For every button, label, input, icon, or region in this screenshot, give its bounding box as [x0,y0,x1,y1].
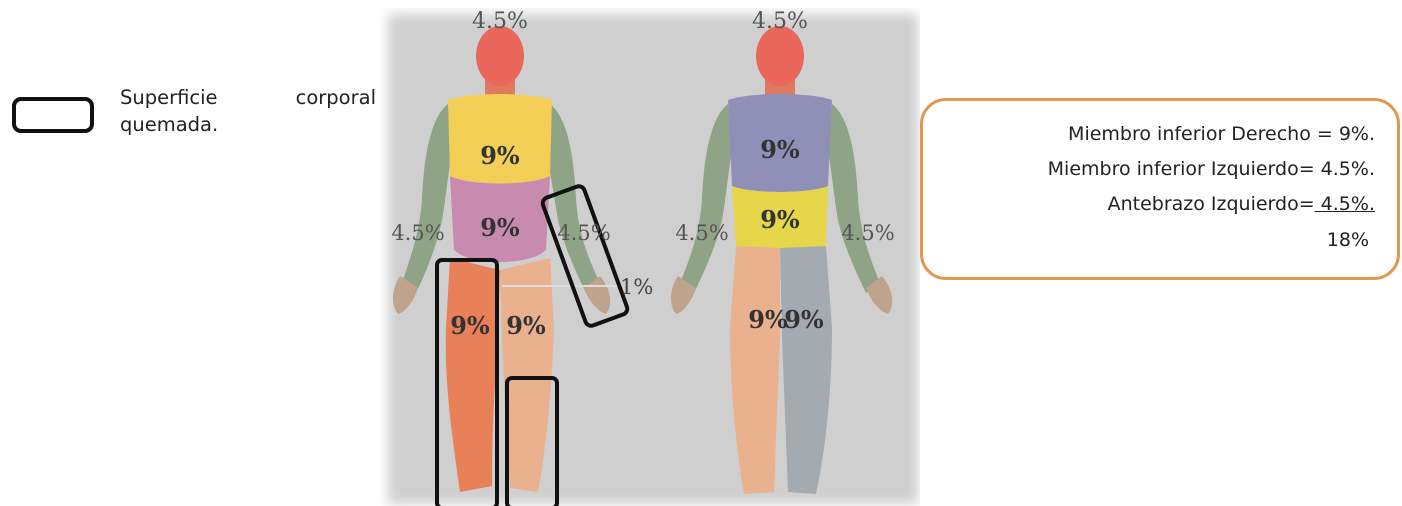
front-chest-label: 9% [480,141,520,170]
front-left-arm-label: 4.5% [557,221,610,245]
back-right-leg-label: 9% [784,305,824,334]
front-genitals-label: 1% [620,275,653,299]
calc-line-forearm: Antebrazo Izquierdo= 4.5%. [1108,193,1375,215]
back-right-arm-label: 4.5% [841,221,894,245]
front-left-leg-label: 9% [506,311,546,340]
calculation-box: Miembro inferior Derecho = 9%. Miembro i… [920,98,1400,280]
front-right-leg-label: 9% [450,311,490,340]
front-head [476,26,524,86]
back-left-arm-label: 4.5% [675,221,728,245]
back-head-label: 4.5% [752,9,808,34]
calc-line-right-leg: Miembro inferior Derecho = 9%. [1068,123,1375,145]
body-diagram: 4.5% 9% 9% 4.5% 4.5% 1% 9% 9% 4.5% 9% 9%… [380,8,920,506]
front-right-arm-label: 4.5% [391,221,444,245]
legend-word-superficie: Superficie [120,84,218,111]
legend-word-quemada: quemada. [120,111,376,138]
front-chest [448,94,552,184]
calc-forearm-value: 4.5%. [1315,193,1375,215]
front-head-label: 4.5% [472,9,528,34]
calc-line-left-leg: Miembro inferior Izquierdo= 4.5%. [1048,158,1375,180]
calc-total: 18% [1327,229,1369,251]
back-head [756,26,804,86]
back-left-leg-label: 9% [748,305,788,334]
calc-forearm-label: Antebrazo Izquierdo= [1108,193,1315,215]
legend-text: Superficie corporal quemada. [120,84,376,138]
back-upper-label: 9% [760,135,800,164]
front-abdomen-label: 9% [480,213,520,242]
legend-word-corporal: corporal [296,84,376,111]
legend-box [12,97,94,133]
back-lower-label: 9% [760,205,800,234]
